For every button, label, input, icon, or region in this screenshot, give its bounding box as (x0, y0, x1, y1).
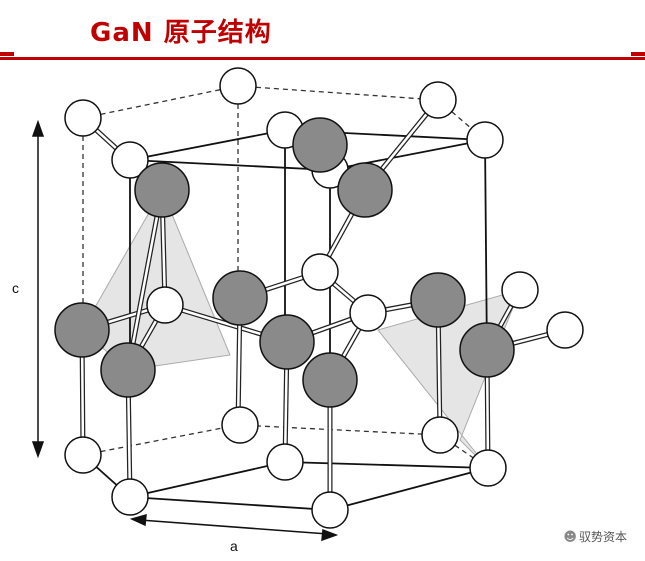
gallium-atom (302, 352, 358, 408)
nitrogen-atom (466, 121, 504, 159)
page-title: GaN 原子结构 (90, 18, 272, 48)
cell-edge-dashed (237, 85, 439, 101)
watermark-text: 驭势资本 (578, 530, 627, 544)
nitrogen-atom (221, 406, 259, 444)
nitrogen-atom (64, 99, 102, 137)
nitrogen-atom (546, 311, 584, 349)
nitrogen-atom (469, 449, 507, 487)
cell-edge (129, 496, 331, 511)
bond-highlight (126, 188, 164, 372)
title-underline-right-tick (631, 52, 645, 56)
cell-edge (129, 159, 331, 171)
cell-edge-dashed (82, 424, 239, 456)
gallium-atom (337, 162, 393, 218)
nitrogen-atom (301, 253, 339, 291)
title-underline (0, 57, 645, 60)
gallium-atom (212, 270, 268, 326)
gallium-atom (100, 342, 156, 398)
watermark: ☻驭势资本 (563, 528, 627, 545)
gallium-atom (459, 322, 515, 378)
gallium-atom (410, 272, 466, 328)
atoms (54, 67, 584, 529)
gallium-atom (54, 302, 110, 358)
nitrogen-atom (111, 478, 149, 516)
gallium-atom (259, 314, 315, 370)
dimension-c-label: c (12, 280, 19, 296)
gallium-atom (292, 117, 348, 173)
nitrogen-atom (421, 416, 459, 454)
nitrogen-atom (501, 271, 539, 309)
nitrogen-atom (419, 81, 457, 119)
nitrogen-atom (266, 443, 304, 481)
title-underline-left-tick (0, 52, 14, 56)
nitrogen-atom (219, 67, 257, 105)
nitrogen-atom (146, 286, 184, 324)
nitrogen-atom (349, 294, 387, 332)
gallium-atom (134, 162, 190, 218)
dimension-arrows (31, 119, 339, 542)
wechat-icon: ☻ (563, 530, 577, 545)
cell-edge (129, 129, 286, 161)
cell-edge-dashed (237, 424, 441, 436)
cell-edge (284, 461, 489, 469)
cell-edge (329, 467, 489, 511)
nitrogen-atom (111, 141, 149, 179)
nitrogen-atom (311, 491, 349, 529)
nitrogen-atom (64, 436, 102, 474)
cell-edge (129, 461, 286, 498)
cell-edge-dashed (82, 85, 239, 119)
dimension-a-label: a (230, 538, 238, 554)
